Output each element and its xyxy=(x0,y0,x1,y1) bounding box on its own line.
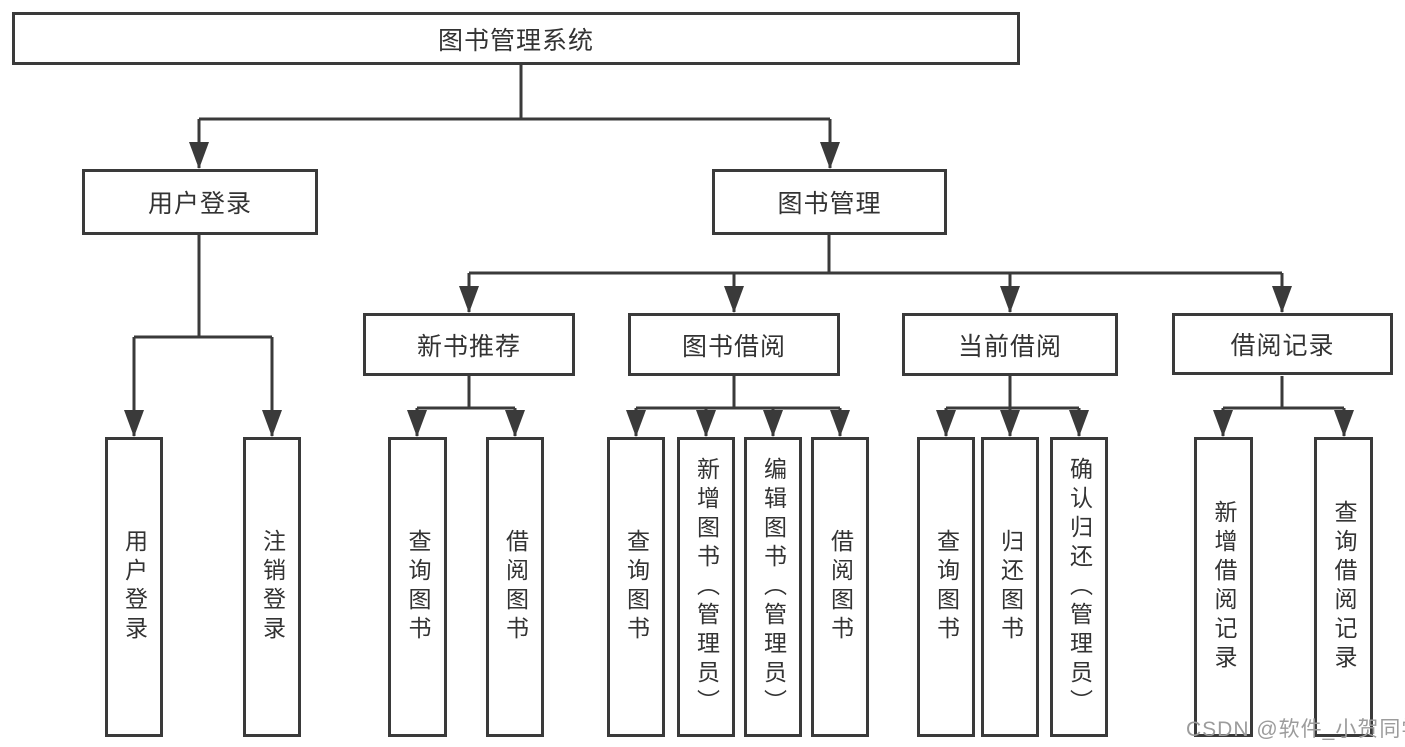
leaf-return-books: 归还图书 xyxy=(981,437,1039,737)
leaf-logout: 注销登录 xyxy=(243,437,301,737)
leaf-query-books-recommend: 查询图书 xyxy=(388,437,447,737)
leaf-query-books-current: 查询图书 xyxy=(917,437,975,737)
node-new-book-recommend: 新书推荐 xyxy=(363,313,575,376)
leaf-add-borrow-record: 新增借阅记录 xyxy=(1194,437,1253,737)
arrowheads xyxy=(124,142,1354,437)
leaf-edit-books-admin: 编辑图书（管理员） xyxy=(744,437,802,737)
node-borrow-record: 借阅记录 xyxy=(1172,313,1393,375)
leaf-query-borrow-record: 查询借阅记录 xyxy=(1314,437,1373,737)
leaf-confirm-return-admin: 确认归还（管理员） xyxy=(1050,437,1108,737)
node-book-management: 图书管理 xyxy=(712,169,947,235)
leaf-query-books-borrow: 查询图书 xyxy=(607,437,665,737)
leaf-user-login: 用户登录 xyxy=(105,437,163,737)
leaf-borrow-books: 借阅图书 xyxy=(811,437,869,737)
node-current-borrow: 当前借阅 xyxy=(902,313,1118,376)
csdn-watermark: CSDN @软件_小贺同学 xyxy=(1186,718,1405,741)
leaf-add-books-admin: 新增图书（管理员） xyxy=(677,437,735,737)
node-book-borrow: 图书借阅 xyxy=(628,313,840,376)
node-user-login: 用户登录 xyxy=(82,169,318,235)
node-root: 图书管理系统 xyxy=(12,12,1020,65)
leaf-borrow-books-recommend: 借阅图书 xyxy=(486,437,544,737)
